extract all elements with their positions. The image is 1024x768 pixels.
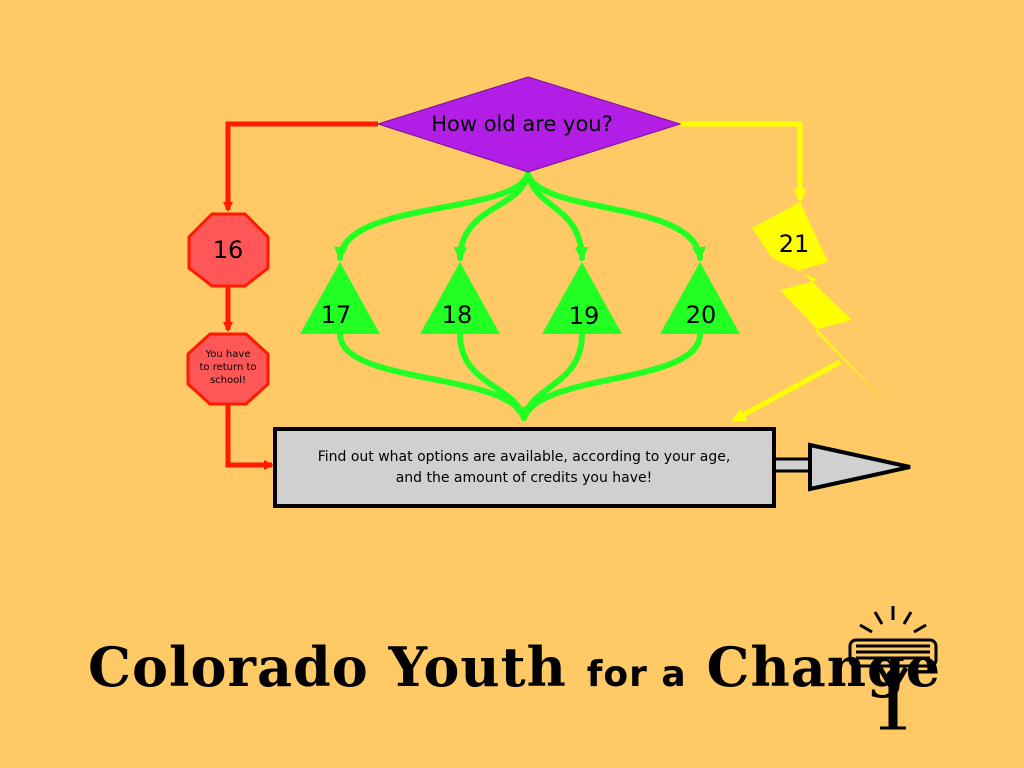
age-19-triangle: 19: [542, 262, 622, 334]
age-17-label: 17: [321, 301, 352, 329]
age-20-triangle: 20: [660, 262, 740, 334]
age-16-label: 16: [213, 236, 244, 264]
brand-wordmark: Colorado Youth for a Change: [88, 640, 941, 694]
return-note-line-1: You have: [205, 349, 251, 360]
question-text: How old are you?: [431, 112, 613, 136]
brand-text-part-2: for a: [586, 654, 687, 695]
result-box: Find out what options are available, acc…: [273, 427, 776, 508]
age-18-label: 18: [442, 301, 473, 329]
brand-text-part-3: Change: [706, 635, 942, 699]
age-21-lightning-bolt: 21: [752, 202, 884, 400]
return-to-school-stop-sign: You have to return to school!: [186, 332, 270, 406]
green-connector-paths: [334, 171, 706, 421]
return-note-line-2: to return to: [199, 362, 256, 373]
result-arrow: [770, 442, 911, 492]
age-18-triangle: 18: [420, 262, 500, 334]
book-figure-logo-icon: [848, 606, 938, 730]
question-diamond: How old are you?: [376, 76, 682, 173]
age-19-label: 19: [569, 302, 600, 330]
yellow-connector-path: [680, 121, 842, 423]
age-16-stop-sign: 16: [187, 212, 270, 288]
red-connector-path: [223, 121, 378, 470]
age-21-label: 21: [779, 230, 810, 258]
result-text-line-1: Find out what options are available, acc…: [318, 449, 731, 465]
brand-text-part-1: Colorado Youth: [88, 635, 567, 699]
result-text-line-2: and the amount of credits you have!: [396, 470, 653, 486]
age-17-triangle: 17: [300, 262, 380, 334]
return-note-line-3: school!: [210, 375, 246, 386]
age-20-label: 20: [686, 301, 717, 329]
